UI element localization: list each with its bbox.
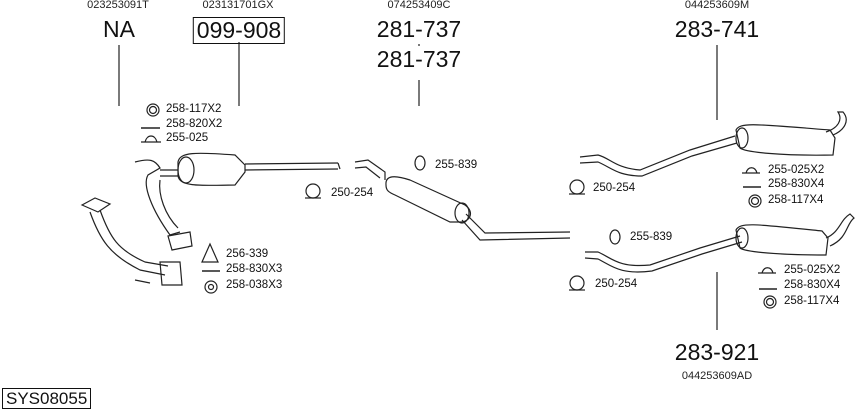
accessory-label[interactable]: 258-830X3 bbox=[226, 263, 283, 275]
hanger-ring-icon bbox=[609, 229, 621, 245]
oem-number: 044253609AD bbox=[681, 370, 753, 382]
part-number[interactable]: NA bbox=[103, 16, 135, 42]
clamp-icon bbox=[305, 183, 321, 199]
hanger-icon bbox=[141, 135, 161, 143]
oem-number: 023253091T bbox=[87, 0, 149, 11]
accessory-label[interactable]: 255-839 bbox=[435, 159, 478, 171]
accessory-label[interactable]: 255-025X2 bbox=[784, 264, 841, 276]
accessory-label[interactable]: 258-117X2 bbox=[166, 103, 222, 115]
clamp-icon bbox=[569, 179, 585, 195]
nut-icon bbox=[204, 280, 218, 294]
rear-silencer-2-drawing bbox=[584, 213, 855, 273]
hanger-icon bbox=[758, 267, 776, 274]
accessory-label[interactable]: 258-038X3 bbox=[226, 279, 283, 291]
accessory-label[interactable]: 258-830X4 bbox=[784, 279, 841, 291]
accessory-label[interactable]: 250-254 bbox=[593, 182, 636, 194]
ring-icon bbox=[748, 194, 762, 208]
part-number[interactable]: 283-921 bbox=[674, 339, 760, 365]
gasket-icon bbox=[201, 242, 219, 263]
oem-number: 074253409C bbox=[387, 0, 451, 11]
accessory-label[interactable]: 258-117X4 bbox=[784, 295, 840, 307]
ring-icon bbox=[146, 103, 160, 117]
accessory-label[interactable]: 255-025 bbox=[166, 132, 209, 144]
accessory-label[interactable]: 258-830X4 bbox=[768, 178, 825, 190]
oem-number: 023131701GX bbox=[202, 0, 274, 11]
rear-silencer-1-drawing bbox=[579, 111, 847, 177]
part-number[interactable]: 283-741 bbox=[674, 16, 760, 42]
hanger-icon bbox=[742, 167, 760, 174]
accessory-label[interactable]: 255-025X2 bbox=[768, 164, 825, 176]
accessory-label[interactable]: 258-117X4 bbox=[768, 194, 824, 206]
accessory-label[interactable]: 250-254 bbox=[595, 278, 638, 290]
part-number-highlighted[interactable]: 099-908 bbox=[192, 17, 286, 44]
accessory-icons bbox=[141, 103, 777, 309]
catalyst-drawing bbox=[160, 152, 341, 187]
clamp-icon bbox=[569, 275, 585, 291]
accessory-label[interactable]: 255-839 bbox=[630, 231, 673, 243]
oem-number: 044253609M bbox=[684, 0, 750, 11]
accessory-label[interactable]: 256-339 bbox=[226, 248, 269, 260]
accessory-label[interactable]: 258-820X2 bbox=[166, 118, 223, 130]
downpipe-drawing bbox=[80, 159, 193, 286]
system-code: SYS08055 bbox=[2, 388, 92, 409]
accessory-label[interactable]: 250-254 bbox=[331, 187, 374, 199]
part-number[interactable]: 281-737 bbox=[376, 16, 462, 42]
part-number[interactable]: 281-737 bbox=[376, 46, 462, 72]
leader-lines bbox=[118, 42, 718, 330]
middle-silencer-drawing bbox=[354, 159, 571, 241]
ring-icon bbox=[763, 295, 777, 309]
hanger-ring-icon bbox=[414, 155, 426, 171]
